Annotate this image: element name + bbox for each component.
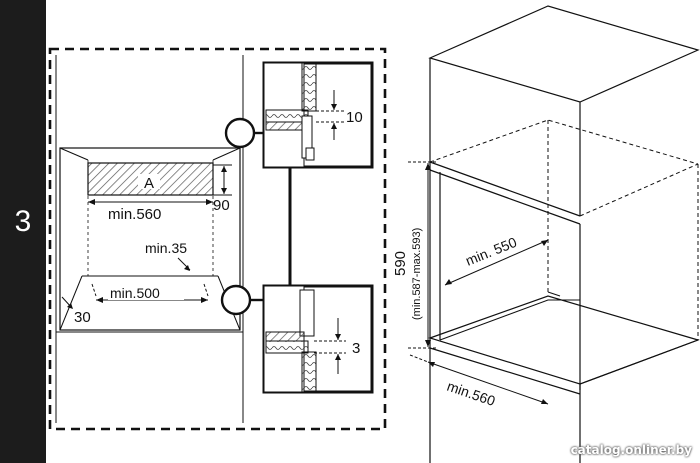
cabinet-perspective: min. 550 590 (min.587-max.593) min.560: [392, 5, 700, 463]
bottom-zoom-detail: 3: [262, 284, 374, 394]
callout-circle-bottom: [220, 284, 252, 316]
callout-circle-top: [224, 117, 256, 149]
min-500-label: min.500: [110, 285, 160, 301]
front-view-detail: A min.560 90 min.35 min.500 30: [48, 47, 387, 431]
step-sidebar: 3: [0, 0, 46, 463]
min-35-label: min.35: [145, 240, 187, 256]
depth-90-label: 90: [213, 197, 230, 214]
height-590-label: 590: [392, 251, 409, 276]
step-number: 3: [14, 205, 32, 238]
width-560-label: min.560: [108, 206, 161, 223]
height-range-label: (min.587-max.593): [411, 228, 423, 320]
min-560-right-label: min.560: [445, 378, 498, 409]
side-30-label: 30: [74, 309, 91, 326]
bottom-gap-label: 3: [352, 340, 360, 357]
top-gap-label: 10: [346, 109, 363, 126]
dashed-frame: [48, 47, 387, 431]
detail-callouts: [220, 117, 292, 316]
top-zoom-detail: 10: [262, 61, 374, 169]
niche-outline: [59, 147, 241, 331]
panel-a-label: A: [144, 175, 154, 192]
watermark: catalog.onliner.by: [570, 443, 692, 457]
min-550-label: min. 550: [463, 234, 519, 269]
